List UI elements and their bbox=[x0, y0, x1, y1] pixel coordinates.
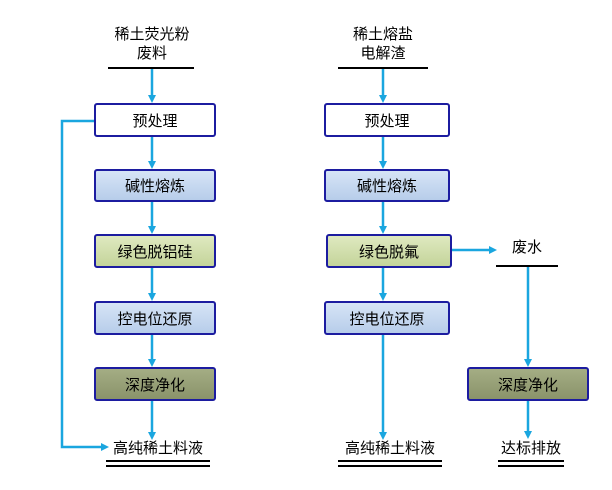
middle-product-underline bbox=[338, 460, 442, 467]
left-step-green-de-al-si: 绿色脱铝硅 bbox=[94, 234, 216, 268]
left-step-potential-reduction: 控电位还原 bbox=[94, 301, 216, 335]
left-product-underline bbox=[106, 460, 210, 467]
left-bypass-arrow bbox=[60, 119, 109, 451]
right-result-underline bbox=[498, 460, 564, 467]
middle-step-green-defluorination: 绿色脱氟 bbox=[326, 234, 452, 268]
right-waste-label: 废水 bbox=[511, 238, 542, 256]
left-product-label: 高纯稀土料液 bbox=[112, 439, 203, 457]
middle-source-line1: 稀土熔盐 bbox=[352, 25, 413, 43]
middle-step-potential-reduction: 控电位还原 bbox=[324, 301, 450, 335]
middle-source-line2: 电解渣 bbox=[360, 44, 406, 62]
middle-product-label: 高纯稀土料液 bbox=[344, 439, 435, 457]
left-source-line2: 废料 bbox=[136, 44, 167, 62]
left-step-pretreatment: 预处理 bbox=[94, 103, 216, 137]
middle-source-label: 稀土熔盐 电解渣 bbox=[330, 25, 436, 63]
left-step-alkaline-smelting: 碱性熔炼 bbox=[94, 169, 216, 202]
right-result-label: 达标排放 bbox=[500, 439, 561, 457]
left-source-line1: 稀土荧光粉 bbox=[114, 25, 190, 43]
left-step-deep-purification: 深度净化 bbox=[94, 367, 216, 401]
right-step-deep-purification: 深度净化 bbox=[467, 367, 589, 401]
middle-step-alkaline-smelting: 碱性熔炼 bbox=[324, 169, 450, 202]
left-source-label: 稀土荧光粉 废料 bbox=[100, 25, 204, 63]
middle-step-pretreatment: 预处理 bbox=[324, 103, 450, 137]
